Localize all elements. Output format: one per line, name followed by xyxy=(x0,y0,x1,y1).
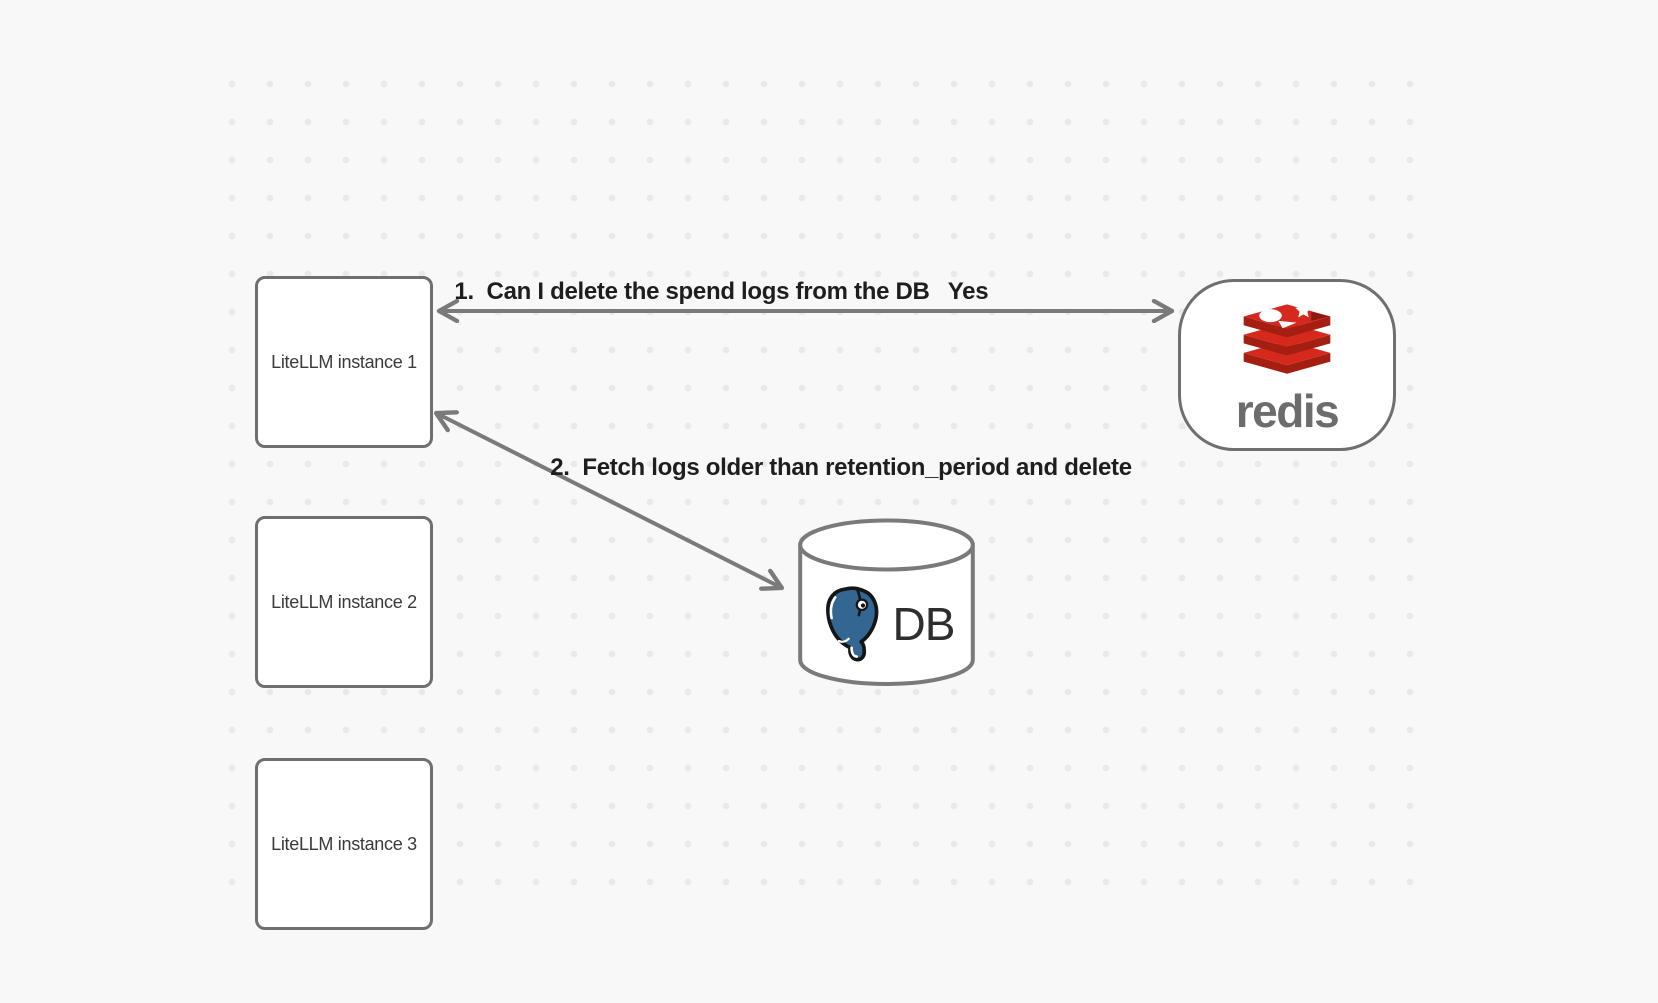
db-label: DB xyxy=(892,598,956,650)
node-litellm-instance-1[interactable]: LiteLLM instance 1 xyxy=(255,276,433,448)
node-litellm-instance-3-label: LiteLLM instance 3 xyxy=(271,833,417,854)
node-litellm-instance-2-label: LiteLLM instance 2 xyxy=(271,591,417,612)
redis-wordmark-label: redis xyxy=(1235,385,1340,437)
edge-2-arrow[interactable] xyxy=(438,414,780,587)
node-litellm-instance-1-label: LiteLLM instance 1 xyxy=(271,351,417,372)
node-litellm-instance-3[interactable]: LiteLLM instance 3 xyxy=(255,758,433,930)
edge-1-label[interactable]: 1. Can I delete the spend logs from the … xyxy=(454,278,930,305)
redis-logo-icon xyxy=(1243,304,1331,374)
edge-2-label[interactable]: 2. Fetch logs older than retention_perio… xyxy=(550,454,1132,481)
database-cylinder-icon xyxy=(798,518,975,687)
node-litellm-instance-2[interactable]: LiteLLM instance 2 xyxy=(255,516,433,688)
node-database[interactable]: DB xyxy=(798,518,975,687)
edge-1-answer-label[interactable]: Yes xyxy=(947,278,989,305)
postgresql-logo-icon xyxy=(825,586,878,662)
node-redis[interactable]: redis xyxy=(1178,279,1396,451)
